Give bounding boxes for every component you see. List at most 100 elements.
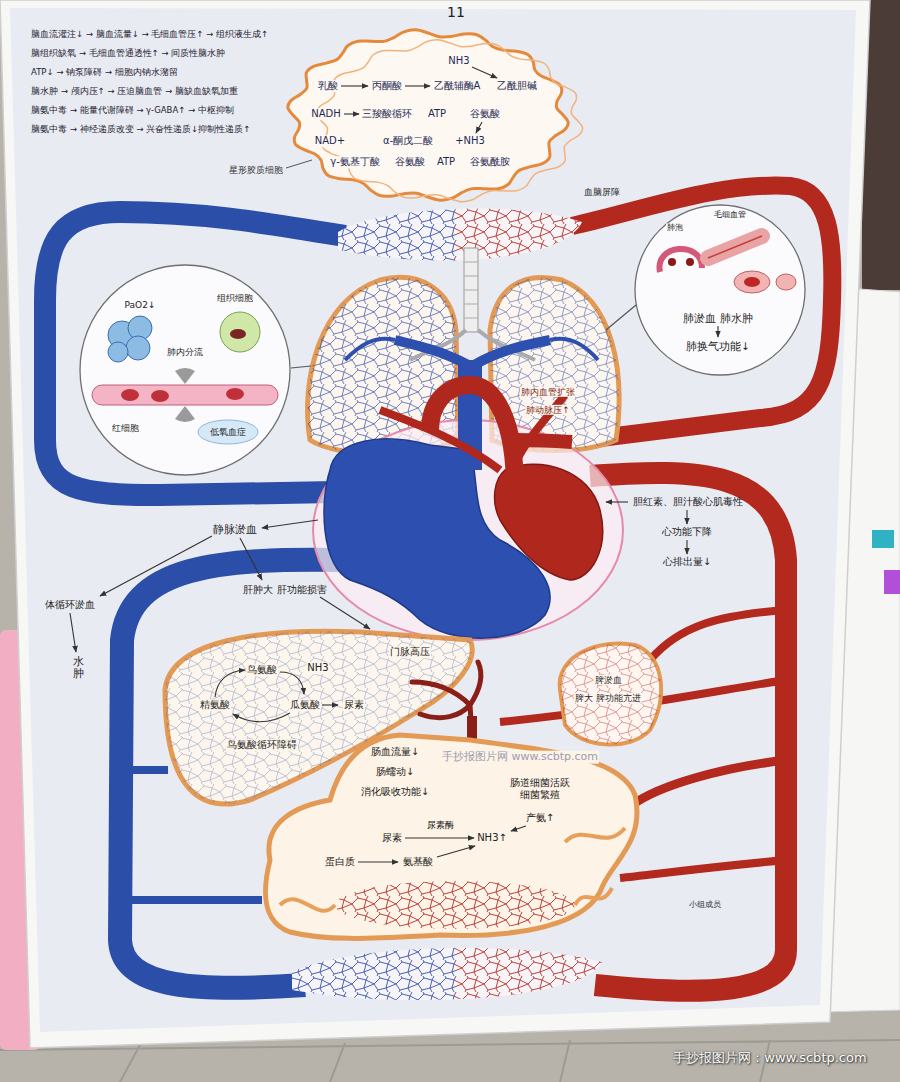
capillary-bed [292, 948, 602, 1000]
capillary-net [338, 209, 455, 261]
zoom-circle [635, 205, 805, 375]
alveolus [126, 336, 150, 360]
arrow-line [686, 510, 687, 524]
organ-text: 尿素 [381, 832, 403, 844]
arrow-line [280, 672, 304, 694]
arrow-line [240, 538, 262, 580]
organ-text: 三羧酸循环 [361, 108, 413, 120]
zoom-circle [80, 265, 290, 475]
alveolus [659, 249, 702, 272]
pavement-joint [0, 1040, 900, 1082]
shunt-symbol [175, 368, 195, 384]
organ-text: 尿素酶 [426, 820, 455, 830]
heart-note: 心功能下降 [661, 526, 713, 538]
organ-text: PaO2↓ [124, 300, 157, 310]
congestion-note: 体循环淤血 [44, 599, 96, 611]
capillary [708, 236, 762, 258]
arrow-line [511, 826, 526, 831]
organ-text: 毛细血管 [713, 210, 747, 219]
brain-inner-outline [316, 40, 582, 202]
organ-text: NH3↑ [476, 832, 508, 844]
organ-text: 红细胞 [111, 423, 140, 433]
organ-text: 谷氨酸 [469, 108, 501, 120]
poster-paper [10, 8, 856, 1032]
organ-text: 肺内分流 [166, 347, 204, 357]
neighbor-mark [884, 570, 900, 594]
organ-text: 脾淤血 [594, 675, 623, 685]
arrow-line [717, 326, 718, 337]
note-line: ATP↓ → 钠泵障碍 → 细胞内钠水潴留 [30, 68, 179, 78]
arrow-line [70, 613, 76, 652]
leader-line [606, 305, 636, 330]
intestine-loop [575, 888, 612, 905]
arrow-line [233, 713, 290, 722]
capillary-tube [92, 385, 278, 405]
cell-nucleus [744, 277, 760, 287]
brain-outline [288, 30, 568, 200]
arrow-line [100, 536, 212, 596]
organ-text: 蛋白质 [324, 856, 356, 868]
capillary-net [560, 643, 662, 744]
organ-text: 肺泡 [666, 223, 684, 232]
organ-text: 乙酰胆碱 [496, 80, 538, 92]
organ-text: 氨基酸 [402, 856, 434, 868]
capillary-bed [338, 209, 582, 261]
organ-text: 精氨酸 [199, 699, 231, 711]
note-line: 脑氨中毒 → 神经递质改变 → 兴奋性递质↓抑制性递质↑ [30, 125, 251, 135]
red-cell [226, 388, 244, 400]
organ-text: 脾大 脾功能亢进 [574, 693, 642, 703]
capillary-net [335, 881, 575, 929]
poster-frame [0, 0, 870, 1048]
part-label: 血脑屏障 [583, 187, 621, 197]
note-line: 脑水肿 → 颅内压↑ → 压迫脑血管 → 脑缺血缺氧加重 [30, 87, 239, 97]
arrow-line [341, 85, 368, 86]
organ-text: +NH3 [454, 135, 486, 147]
artery-branch [650, 610, 786, 660]
red-cell [668, 258, 676, 266]
red-cell [121, 389, 139, 401]
organ-text: NAD+ [314, 135, 346, 147]
lung-note: 肺动脉压↑ [525, 405, 571, 415]
note-line: 脑组织缺氧 → 毛细血管通透性↑ → 间质性脑水肿 [30, 49, 226, 59]
organ-text: NH3 [306, 662, 329, 674]
pulmonary-artery [345, 339, 598, 360]
intestine-loop [280, 899, 335, 911]
heart-note: 胆红素、胆汁酸心肌毒性 [632, 496, 744, 508]
tissue-cell [220, 312, 260, 352]
trachea [464, 248, 478, 332]
arrow-line [344, 113, 359, 114]
shunt-symbol [175, 406, 195, 422]
organ-text: 产氨↑ [525, 812, 555, 824]
organ-text: 肠道细菌活跃 细菌繁殖 [508, 777, 572, 800]
organ-text: 消化吸收功能↓ [360, 786, 430, 798]
portal-note: 门脉高压 [389, 646, 431, 658]
organ-text: 肠蠕动↓ [375, 766, 415, 778]
arrow-line [472, 67, 497, 78]
organ-text: 低氧血症 [209, 427, 247, 437]
liver-note: 肝肿大 肝功能损害 [242, 584, 327, 596]
arrow-line [437, 846, 475, 857]
arrow-line [215, 670, 245, 697]
organ-text: NH3 [447, 55, 470, 67]
spleen-outline: 脾淤血脾大 脾功能亢进 [550, 636, 670, 752]
organ-text: 组织细胞 [216, 293, 254, 303]
arrow-line [686, 540, 687, 554]
watermark: 手抄报图片网 www.scbtp.com [441, 751, 599, 764]
heart-note: 心排出量↓ [662, 556, 712, 568]
organ-text: 乳酸 [317, 80, 339, 92]
capillary [708, 236, 762, 258]
organ-text: ATP [427, 108, 447, 120]
brain-outline: NH3乳酸丙酮酸乙酰辅酶A乙酰胆碱NADH三羧酸循环ATP谷氨酸NAD+α-酮戊… [283, 25, 575, 207]
capillary-net [292, 948, 455, 1000]
organ-text: 肺淤血 肺水肿 [682, 312, 753, 324]
page-number: 11 [446, 4, 466, 20]
arrow-line [322, 704, 338, 705]
alveolus [108, 342, 128, 362]
portal-vein [412, 662, 481, 736]
organ-text: 尿素 [343, 699, 365, 711]
organ-text: NADH [310, 108, 342, 120]
leader-line [291, 366, 311, 368]
arrow-line [262, 520, 318, 528]
arrow-line [405, 85, 430, 86]
